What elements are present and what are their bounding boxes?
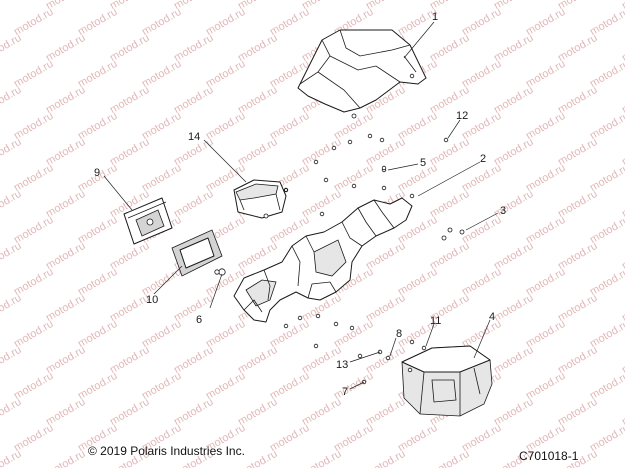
callout-5: 5 <box>420 157 426 169</box>
callout-8: 8 <box>396 328 402 340</box>
callout-14: 14 <box>188 131 200 143</box>
callout-13: 13 <box>336 359 348 371</box>
part-2-dash-panel <box>233 197 413 323</box>
part-10-gasket-frame <box>171 229 223 277</box>
callout-6: 6 <box>196 314 202 326</box>
callout-4: 4 <box>489 311 495 323</box>
callout-11: 11 <box>430 315 441 327</box>
loose-fasteners <box>283 133 465 385</box>
figure-id: C701018-1 <box>519 449 579 463</box>
callout-7: 7 <box>342 386 348 398</box>
callout-12: 12 <box>456 110 468 122</box>
part-1-top-cover <box>297 29 427 119</box>
callout-10: 10 <box>146 294 158 306</box>
part-9-bezel <box>123 197 173 245</box>
callout-labels: 1 2 3 4 5 6 7 8 9 10 11 12 13 14 <box>94 11 506 398</box>
callout-9: 9 <box>94 167 100 179</box>
part-4-storage-box <box>401 345 493 417</box>
part-6-fastener <box>214 268 226 276</box>
callout-2: 2 <box>480 153 486 165</box>
leader-lines <box>103 21 499 390</box>
callout-1: 1 <box>432 11 438 23</box>
callout-3: 3 <box>500 205 506 217</box>
part-14-storage-pocket <box>233 179 289 219</box>
copyright-text: © 2019 Polaris Industries Inc. <box>88 444 245 458</box>
